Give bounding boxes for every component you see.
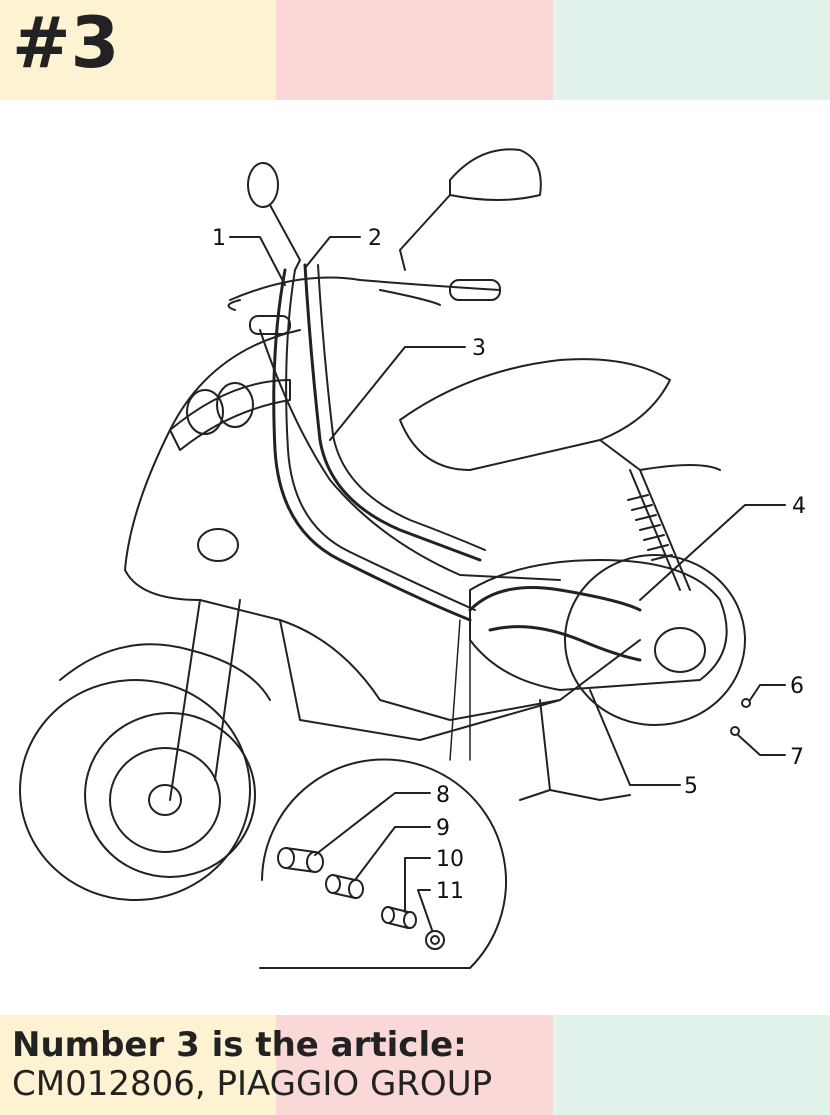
engine-case — [469, 559, 728, 691]
header-band-pink — [276, 0, 553, 100]
turn-signal — [197, 528, 239, 562]
cable-down — [449, 619, 471, 761]
caption-band — [0, 1015, 830, 1115]
leader-3 — [329, 346, 466, 441]
brake-cable-1b — [285, 269, 476, 611]
callout-7: 7 — [790, 745, 804, 770]
handle-grip-right — [449, 279, 501, 301]
part-7 — [730, 726, 740, 736]
cable-to-rear-1 — [468, 586, 642, 612]
part-11 — [425, 930, 445, 950]
caption-article-code: CM012806, PIAGGIO GROUP — [12, 1064, 493, 1104]
headlight-right — [216, 382, 254, 428]
callout-5: 5 — [684, 774, 698, 799]
brake-cable-2 — [303, 263, 482, 562]
caption-band-mint — [553, 1015, 830, 1115]
leader-5 — [589, 689, 681, 786]
callout-2: 2 — [368, 226, 382, 251]
leader-8 — [314, 792, 431, 856]
item-number-label: #3 — [12, 2, 120, 84]
leader-11 — [417, 889, 433, 931]
headlight-left — [186, 389, 224, 435]
brake-cable-1 — [272, 268, 472, 622]
leader-2 — [304, 236, 361, 269]
callout-6: 6 — [790, 674, 804, 699]
center-stand — [519, 699, 631, 801]
brake-lever-right — [379, 289, 441, 306]
front-rim — [84, 712, 256, 878]
floorboard — [279, 619, 561, 741]
header-band-yellow — [0, 0, 276, 100]
rear-wheel — [564, 554, 746, 726]
rear-shock — [629, 469, 691, 591]
callout-8: 8 — [436, 783, 450, 808]
handle-grip-left — [249, 315, 291, 335]
handlebar — [229, 276, 501, 301]
leader-1 — [229, 236, 286, 286]
mirror-left — [247, 162, 279, 208]
callout-4: 4 — [792, 494, 806, 519]
mirror-right — [449, 148, 542, 201]
shock-spring — [627, 494, 673, 561]
detail-circle — [259, 758, 507, 969]
leader-6 — [749, 684, 786, 701]
callout-9: 9 — [436, 816, 450, 841]
front-tire — [19, 679, 251, 901]
scooter-parts-diagram: 1 2 3 4 5 6 7 8 9 10 11 — [19, 148, 806, 969]
front-fairing — [124, 329, 641, 721]
leader-9 — [354, 826, 431, 881]
leader-7 — [737, 734, 786, 756]
leg-shield — [259, 329, 561, 581]
leader-10 — [404, 857, 431, 913]
part-10 — [381, 906, 417, 929]
caption-band-yellow — [0, 1015, 276, 1115]
callout-10: 10 — [436, 847, 464, 872]
front-mudguard — [59, 643, 271, 701]
seat — [399, 358, 671, 471]
caption-band-pink — [276, 1015, 553, 1115]
leader-4 — [639, 504, 786, 601]
header-band — [0, 0, 830, 100]
part-9 — [325, 874, 364, 899]
brake-cable-2b — [317, 264, 486, 551]
part-8 — [277, 847, 324, 873]
brake-disc — [109, 747, 221, 853]
mirror-left-stem — [269, 204, 301, 271]
headlight-area — [169, 379, 291, 451]
header-band-mint — [553, 0, 830, 100]
seat-side — [599, 439, 721, 471]
callout-11: 11 — [436, 879, 464, 904]
brake-lever-left — [227, 299, 241, 311]
mirror-right-stem — [399, 194, 451, 271]
rear-hub — [654, 627, 706, 673]
callout-3: 3 — [472, 336, 486, 361]
front-fork — [169, 599, 241, 801]
disc-hub — [148, 784, 182, 816]
caption-title: Number 3 is the article: — [12, 1025, 467, 1065]
callout-1: 1 — [212, 226, 226, 251]
part-6 — [741, 698, 751, 708]
cable-to-rear-2 — [488, 625, 642, 662]
